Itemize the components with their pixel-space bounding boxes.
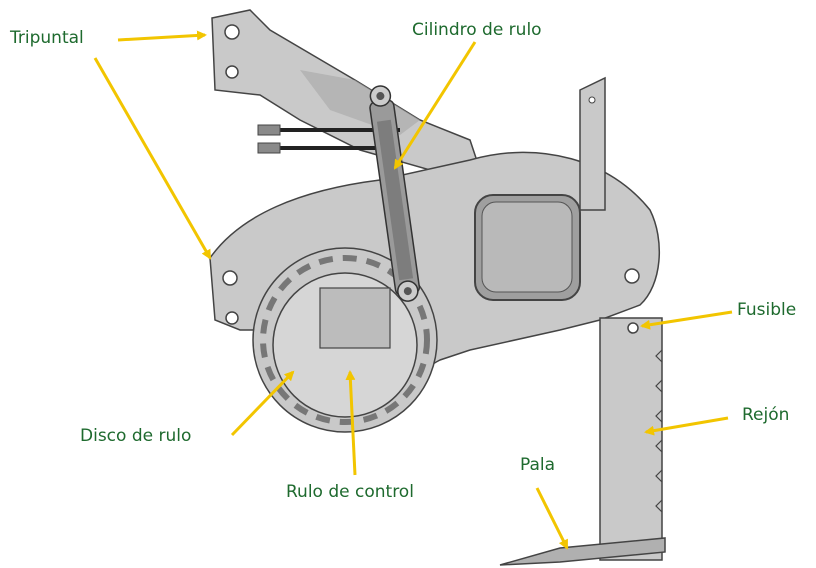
arrow-rejon [644,416,729,436]
frame-hole-2 [225,311,239,325]
arrow-pala [535,487,569,550]
tripuntal-hole-top [224,24,240,40]
square-hub-inner [481,201,573,293]
label-rejon: Rejón [742,405,790,425]
label-cilindro-de-rulo: Cilindro de rulo [412,20,542,40]
side-mount-plate [579,76,606,211]
fusible-pin [627,322,639,334]
label-disco-de-rulo: Disco de rulo [80,426,192,446]
roller-disc-teeth [260,255,430,425]
arrow-tripuntal-1 [117,30,207,42]
arrow-fusible [640,310,733,330]
tripuntal-hole-mid [225,65,239,79]
label-rulo-de-control: Rulo de control [286,482,414,502]
rejon-notches [655,349,663,513]
pala-tip [499,537,666,566]
roller-cylinder [369,85,421,302]
arrow-disco [230,370,295,437]
label-fusible: Fusible [737,300,797,320]
roller-plate [319,287,391,349]
hose-fitting-1 [257,124,281,136]
hose-fitting-2 [257,142,281,154]
rejon-shank [599,317,663,561]
arrow-rulo-control [345,370,357,476]
mount-plate-hole [588,96,596,104]
arrow-cilindro [393,41,477,170]
frame-slot [624,268,640,284]
label-pala: Pala [520,455,556,475]
arrow-tripuntal-2 [93,57,212,260]
label-tripuntal: Tripuntal [10,28,84,48]
frame-hole-1 [222,270,238,286]
